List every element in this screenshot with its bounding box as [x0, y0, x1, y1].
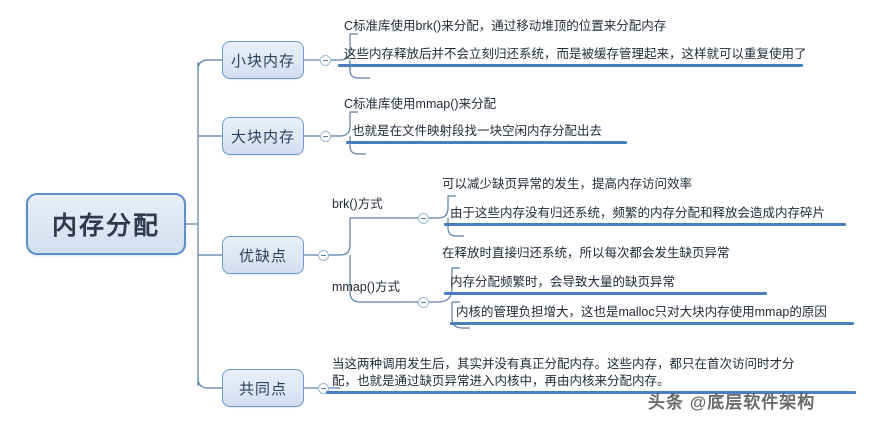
subgroup-node-mmap[interactable]: mmap()方式: [326, 275, 414, 295]
collapse-toggle-large-memory[interactable]: [320, 131, 331, 142]
leaf-text-small-2: 这些内存释放后并不会立刻归还系统，而是被缓存管理起来，这样就可以重复使用了: [344, 47, 807, 61]
leaf-text-mmap-1: 在释放时直接归还系统，所以每次都会发生缺页异常: [442, 246, 730, 260]
leaf-underline: [326, 391, 856, 394]
subgroup-label-brk: brk()方式: [332, 196, 383, 211]
branch-label-common: 共同点: [238, 380, 287, 398]
leaf-text-mmap-3: 内核的管理负担增大，这也是malloc只对大块内存使用mmap的原因: [456, 305, 827, 319]
leaf-text-mmap-2: 内存分配频繁时，会导致大量的缺页异常: [450, 275, 676, 289]
leaf-node-mmap-1[interactable]: 在释放时直接归还系统，所以每次都会发生缺页异常: [436, 243, 772, 263]
branch-node-small-memory[interactable]: 小块内存: [222, 41, 304, 79]
leaf-underline: [346, 141, 627, 144]
leaf-node-brk-1[interactable]: 可以减少缺页异常的发生，提高内存访问效率: [436, 174, 702, 194]
leaf-text-large-2: 也就是在文件映射段找一块空闲内存分配出去: [352, 124, 603, 138]
leaf-underline: [444, 292, 767, 295]
leaf-text-small-1: C标准库使用brk()来分配，通过移动堆顶的位置来分配内存: [344, 19, 667, 33]
leaf-node-mmap-3[interactable]: 内核的管理负担增大，这也是malloc只对大块内存使用mmap的原因: [450, 302, 854, 325]
collapse-toggle-common[interactable]: [318, 383, 329, 394]
branch-node-common[interactable]: 共同点: [222, 369, 304, 407]
leaf-text-large-1: C标准库使用mmap()来分配: [344, 97, 497, 111]
branch-node-large-memory[interactable]: 大块内存: [222, 117, 304, 155]
root-node[interactable]: 内存分配: [26, 193, 186, 255]
leaf-underline: [450, 322, 854, 325]
leaf-node-large-1[interactable]: C标准库使用mmap()来分配: [338, 94, 538, 114]
root-node-label: 内存分配: [51, 212, 160, 240]
branch-label-small-memory: 小块内存: [230, 52, 295, 70]
branch-label-large-memory: 大块内存: [230, 128, 295, 146]
collapse-toggle-small-memory[interactable]: [320, 55, 331, 66]
leaf-node-large-2[interactable]: 也就是在文件映射段找一块空闲内存分配出去: [346, 121, 627, 144]
branch-node-pros-cons[interactable]: 优缺点: [222, 236, 304, 274]
branch-label-pros-cons: 优缺点: [238, 247, 287, 265]
collapse-toggle-brk[interactable]: [418, 213, 429, 224]
subgroup-node-brk[interactable]: brk()方式: [326, 192, 404, 212]
leaf-node-small-1[interactable]: C标准库使用brk()来分配，通过移动堆顶的位置来分配内存: [338, 16, 676, 36]
leaf-node-common-1[interactable]: 当这两种调用发生后，其实并没有真正分配内存。这些内存，都只在首次访问时才分 配，…: [326, 352, 856, 394]
leaf-text-brk-2: 由于这些内存没有归还系统，频繁的内存分配和释放会造成内存碎片: [450, 206, 826, 220]
leaf-text-brk-1: 可以减少缺页异常的发生，提高内存访问效率: [442, 177, 693, 191]
collapse-toggle-pros-cons[interactable]: [318, 250, 329, 261]
leaf-node-small-2[interactable]: 这些内存释放后并不会立刻归还系统，而是被缓存管理起来，这样就可以重复使用了: [338, 44, 807, 67]
leaf-text-common-1: 当这两种调用发生后，其实并没有真正分配内存。这些内存，都只在首次访问时才分 配，…: [332, 357, 795, 388]
leaf-node-brk-2[interactable]: 由于这些内存没有归还系统，频繁的内存分配和释放会造成内存碎片: [444, 203, 846, 226]
subgroup-label-mmap: mmap()方式: [332, 279, 401, 294]
collapse-toggle-mmap[interactable]: [418, 297, 429, 308]
leaf-underline: [338, 64, 803, 67]
watermark: 头条 @底层软件架构: [648, 393, 816, 412]
leaf-node-mmap-2[interactable]: 内存分配频繁时，会导致大量的缺页异常: [444, 272, 767, 295]
leaf-underline: [444, 223, 846, 226]
